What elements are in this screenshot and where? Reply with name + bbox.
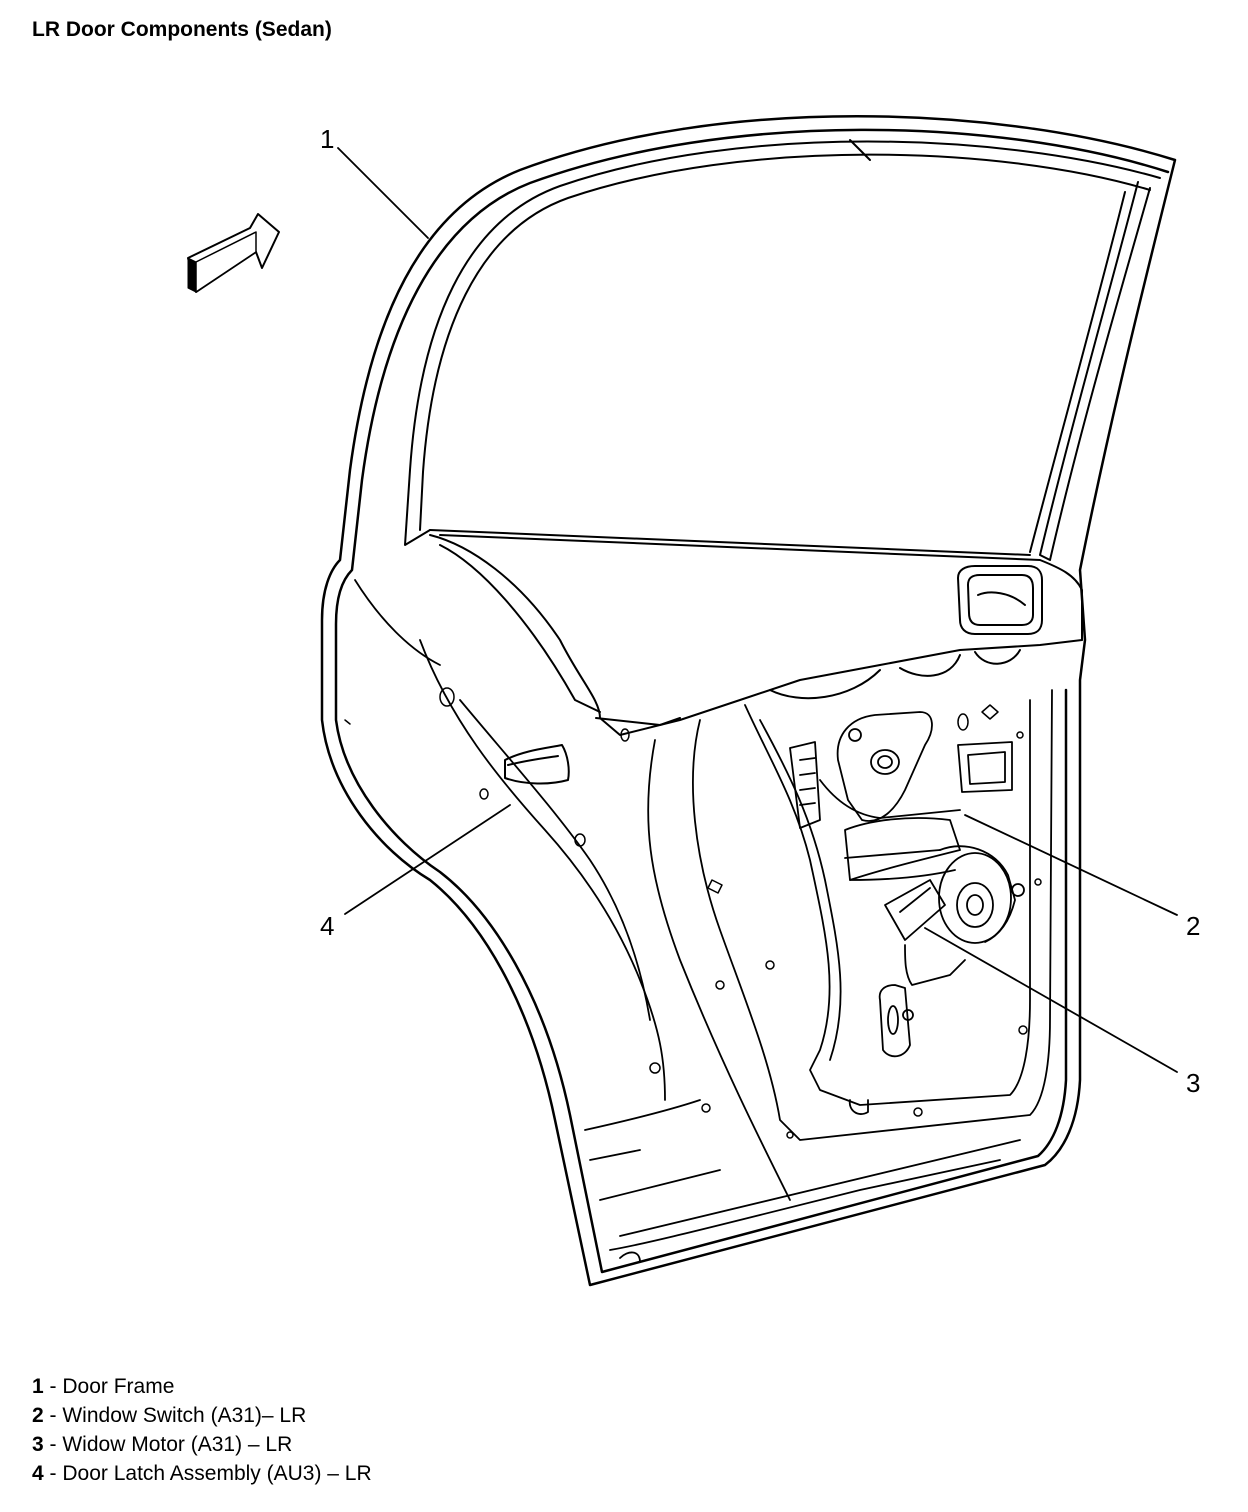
door-handle — [957, 565, 1043, 635]
callout-label-2: 2 — [1186, 911, 1200, 941]
callout-label-4: 4 — [320, 911, 334, 941]
leader-line-3 — [924, 927, 1178, 1073]
legend-item: 4 - Door Latch Assembly (AU3) – LR — [32, 1462, 372, 1485]
callout-label-3: 3 — [1186, 1068, 1200, 1098]
legend-item: 2 - Window Switch (A31)– LR — [32, 1404, 307, 1427]
window-regulator — [789, 711, 1025, 1058]
window-frame — [404, 139, 1161, 561]
leader-lines — [337, 147, 1178, 1073]
leader-line-1 — [337, 147, 429, 239]
belt-panel — [429, 534, 1083, 736]
legend: 1 - Door Frame 2 - Window Switch (A31)– … — [32, 1372, 372, 1488]
legend-item: 3 - Widow Motor (A31) – LR — [32, 1433, 293, 1456]
inner-panel — [354, 579, 1053, 1263]
diagram-title: LR Door Components (Sedan) — [32, 18, 332, 41]
legend-item: 1 - Door Frame — [32, 1375, 175, 1398]
door-diagram: 1 2 3 4 — [187, 115, 1200, 1287]
leader-line-4 — [344, 804, 511, 915]
leader-line-2 — [964, 814, 1178, 916]
front-direction-arrow-icon — [187, 213, 280, 293]
mounting-holes — [344, 687, 1042, 1139]
callout-label-1: 1 — [320, 124, 334, 154]
door-latch-assembly — [504, 744, 570, 785]
